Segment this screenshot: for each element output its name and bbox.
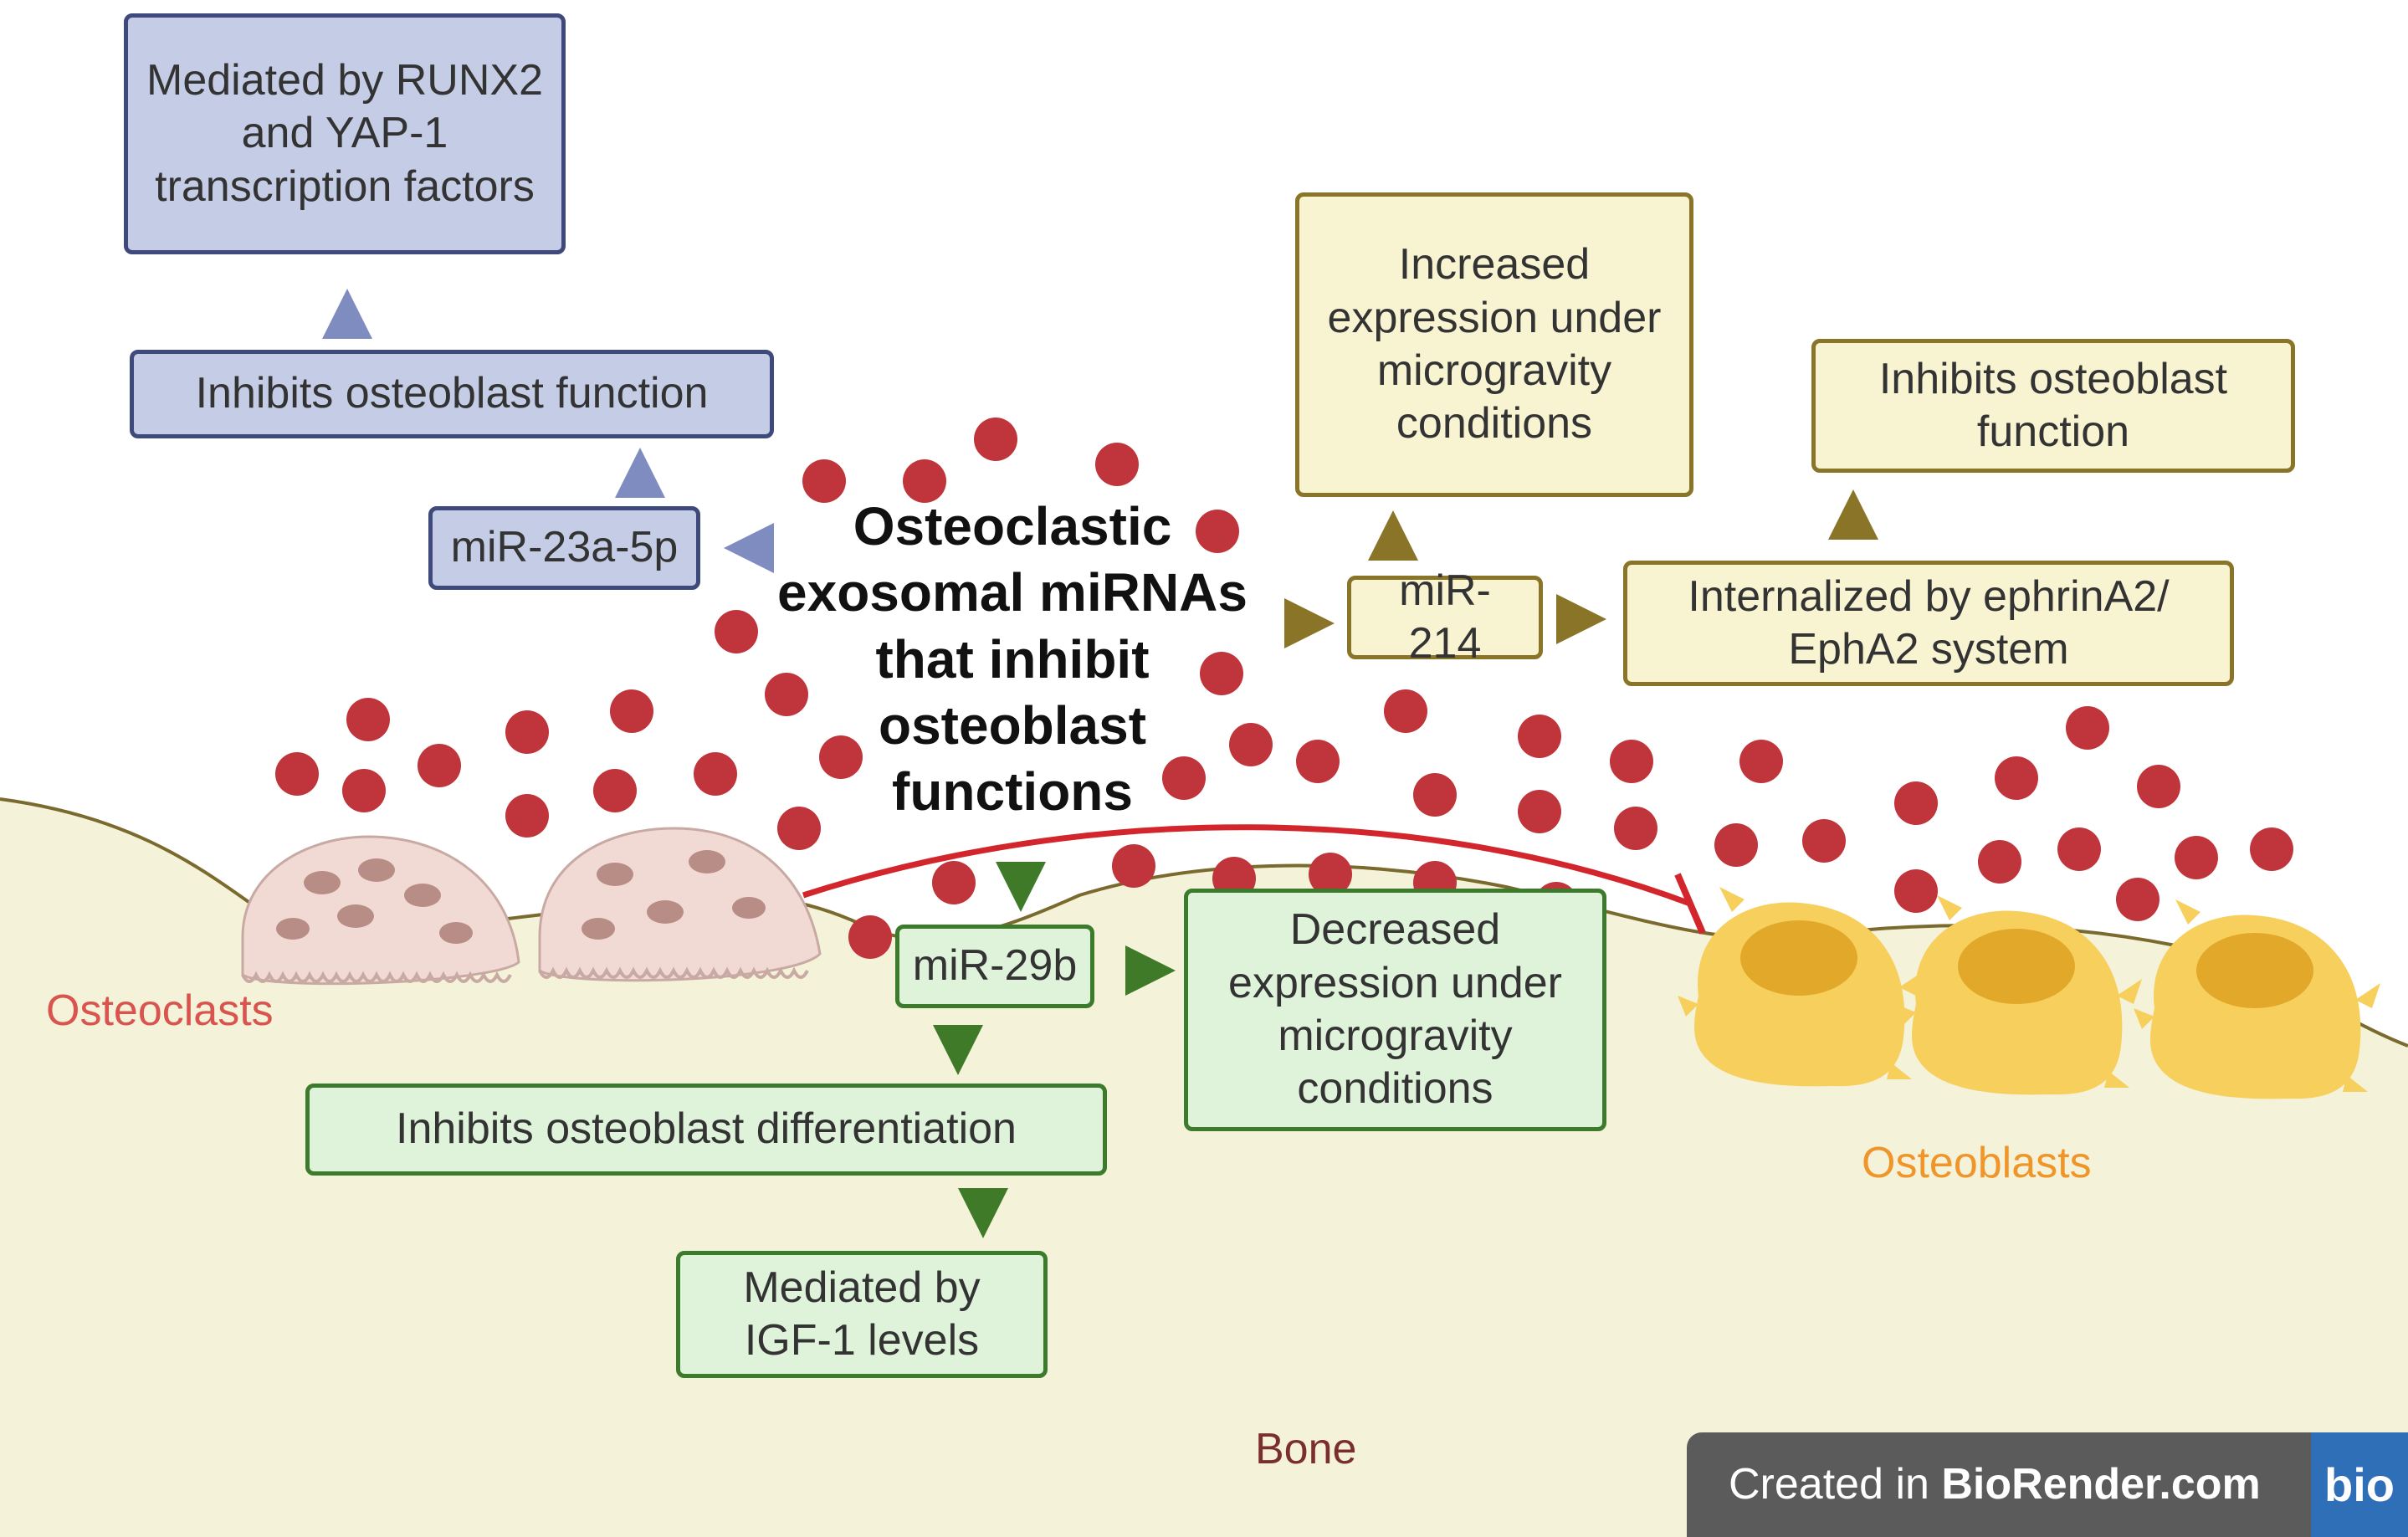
exosome — [1112, 844, 1155, 888]
box-yellow-effect: Inhibits osteoblast function — [1811, 339, 2295, 473]
exosome — [505, 794, 549, 838]
diagram-title: Osteoclastic exosomal miRNAs that inhibi… — [777, 496, 1248, 822]
exosome — [1196, 510, 1239, 553]
exosome — [505, 710, 549, 754]
biorender-watermark: Created in BioRender.com bio — [1687, 1432, 2408, 1537]
exosome — [1309, 853, 1352, 896]
exosome — [1614, 807, 1657, 850]
exosome — [2137, 765, 2180, 808]
exosome — [275, 752, 319, 796]
exosome — [694, 752, 737, 796]
watermark-prefix: Created in — [1729, 1460, 1942, 1509]
exosome — [974, 418, 1017, 461]
arrow-up-icon — [1368, 510, 1418, 561]
arrow-down-icon — [996, 862, 1046, 912]
osteoblasts-label: Osteoblasts — [1862, 1139, 2092, 1187]
exosome — [1995, 756, 2038, 800]
osteoblast-cell — [1895, 895, 2142, 1095]
inhibition-bar — [1674, 873, 1706, 935]
exosome — [777, 807, 821, 850]
exosome — [342, 769, 386, 812]
box-mir-23a-5p: miR-23a-5p — [428, 506, 700, 590]
osteoclast-cell — [241, 835, 520, 986]
box-mir-29b: miR-29b — [895, 925, 1094, 1008]
exosome — [610, 689, 653, 733]
arrow-down-icon — [933, 1025, 983, 1075]
box-blue-mechanism: Mediated by RUNX2 and YAP-1 transcriptio… — [124, 13, 566, 254]
osteoblast-cell — [2134, 899, 2380, 1099]
box-green-expression: Decreased expression under microgravity … — [1184, 889, 1606, 1131]
exosome — [1610, 740, 1653, 783]
exosome — [418, 744, 461, 787]
exosome — [848, 915, 892, 959]
exosome — [2057, 827, 2101, 871]
exosome — [765, 673, 808, 716]
box-green-mechanism: Mediated by IGF-1 levels — [676, 1251, 1048, 1378]
box-green-effect: Inhibits osteoblast differentiation — [305, 1084, 1107, 1176]
exosome — [2116, 878, 2160, 921]
exosome — [819, 735, 863, 779]
bone-label: Bone — [1255, 1425, 1357, 1473]
box-blue-effect: Inhibits osteoblast function — [130, 350, 774, 438]
exosome — [2066, 706, 2109, 750]
osteoclasts-label: Osteoclasts — [46, 986, 274, 1035]
exosome — [932, 861, 976, 904]
exosome — [1413, 773, 1457, 817]
osteoblast-cell — [1678, 887, 1924, 1087]
exosome — [1095, 443, 1139, 486]
exosome — [802, 459, 846, 503]
box-yellow-internalization: Internalized by ephrinA2/ EphA2 system — [1623, 561, 2234, 686]
exosome — [1739, 740, 1783, 783]
osteoclast-cell — [538, 827, 822, 982]
inhibition-arrow — [802, 824, 1692, 907]
exosome — [1200, 652, 1243, 695]
watermark-brand: BioRender.com — [1941, 1460, 2261, 1509]
arrow-right-icon — [1125, 945, 1176, 996]
box-yellow-expression: Increased expression under microgravity … — [1295, 192, 1693, 497]
watermark-text: Created in BioRender.com — [1729, 1432, 2261, 1537]
exosome — [1978, 840, 2021, 884]
box-mir-214: miR-214 — [1347, 566, 1543, 668]
arrow-up-icon — [1828, 489, 1878, 540]
exosome-vesicles — [275, 418, 2293, 959]
biorender-logo: bio — [2311, 1432, 2408, 1537]
exosome — [346, 698, 390, 741]
exosome — [1296, 740, 1340, 783]
exosome — [1894, 781, 1938, 825]
exosome — [1162, 756, 1206, 800]
arrow-up-icon — [615, 448, 665, 498]
arrow-right-icon — [1556, 594, 1606, 644]
exosome — [1384, 689, 1427, 733]
exosome — [2175, 836, 2218, 879]
arrow-right-icon — [1284, 598, 1335, 648]
exosome — [1518, 715, 1561, 758]
exosome — [715, 610, 758, 653]
exosome — [2250, 827, 2293, 871]
arrow-down-icon — [958, 1188, 1008, 1238]
exosome — [593, 769, 637, 812]
exosome — [1894, 869, 1938, 913]
exosome — [1229, 723, 1273, 766]
exosome — [903, 459, 946, 503]
exosome — [1518, 790, 1561, 833]
arrow-left-icon — [724, 523, 774, 573]
exosome — [1802, 819, 1846, 863]
arrow-up-icon — [322, 289, 372, 339]
exosome — [1714, 823, 1758, 867]
